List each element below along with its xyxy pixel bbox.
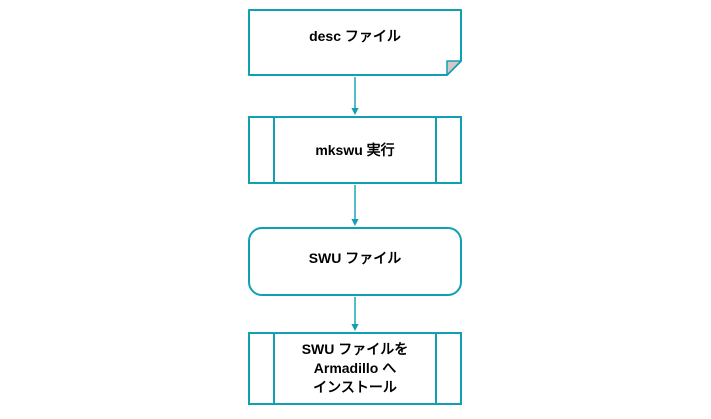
flowchart-node-swu-install: SWU ファイルを Armadillo へ インストール [248,332,462,405]
node-label-mkswu: mkswu 実行 [315,141,395,158]
arrow-head-icon [351,108,359,115]
document-shape-icon [248,9,462,76]
process-side-bar [435,334,437,403]
node-label-swu-install: SWU ファイルを Armadillo へ インストール [301,341,409,395]
process-side-bar [435,118,437,182]
arrow-swu-to-install [351,297,359,331]
arrow-mkswu-to-swu [351,185,359,226]
arrow-head-icon [351,219,359,226]
flowchart-node-swu-file: SWU ファイル [248,227,462,296]
arrow-desc-to-mkswu [351,77,359,115]
process-side-bar [273,118,275,182]
node-label-swu-file: SWU ファイル [308,250,402,266]
process-side-bar [273,334,275,403]
node-label-desc-file: desc ファイル [309,28,401,44]
folded-corner-icon [446,60,462,76]
flowchart-node-desc-file: desc ファイル [248,9,462,76]
flowchart-node-mkswu: mkswu 実行 [248,116,462,184]
arrow-head-icon [351,324,359,331]
